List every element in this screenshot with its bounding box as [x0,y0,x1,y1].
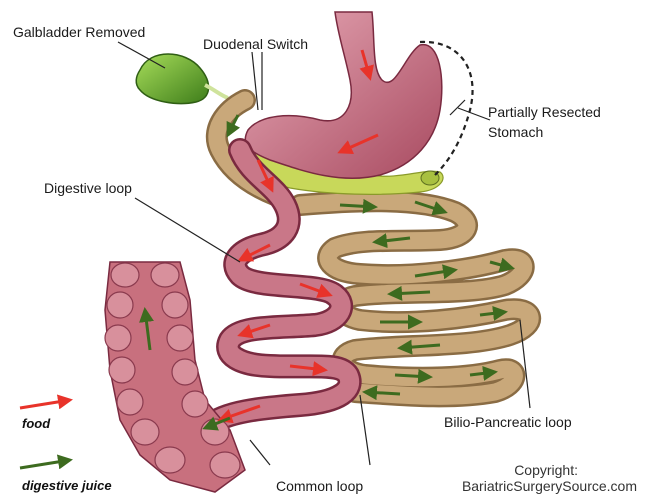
gallbladder-illustration [136,54,228,104]
food-legend-arrow [20,400,70,408]
food-legend-label: food [22,416,50,431]
legend-arrows [20,400,70,468]
partially-resected-label: Partially Resected [488,104,601,121]
digestive-loop-label: Digestive loop [44,180,132,197]
colon-illustration [105,262,245,492]
gallbladder-label: Galbladder Removed [13,24,145,41]
copyright-line-2: BariatricSurgerySource.com [462,478,637,495]
common-loop-label: Common loop [276,478,363,495]
stomach-label: Stomach [488,124,543,141]
digestive-juice-legend-label: digestive juice [22,478,112,493]
bilio-pancreatic-loop-label: Bilio-Pancreatic loop [444,414,572,431]
copyright-line-1: Copyright: [514,462,578,479]
duodenal-switch-label: Duodenal Switch [203,36,308,53]
digestive-juice-legend-arrow [20,460,70,468]
